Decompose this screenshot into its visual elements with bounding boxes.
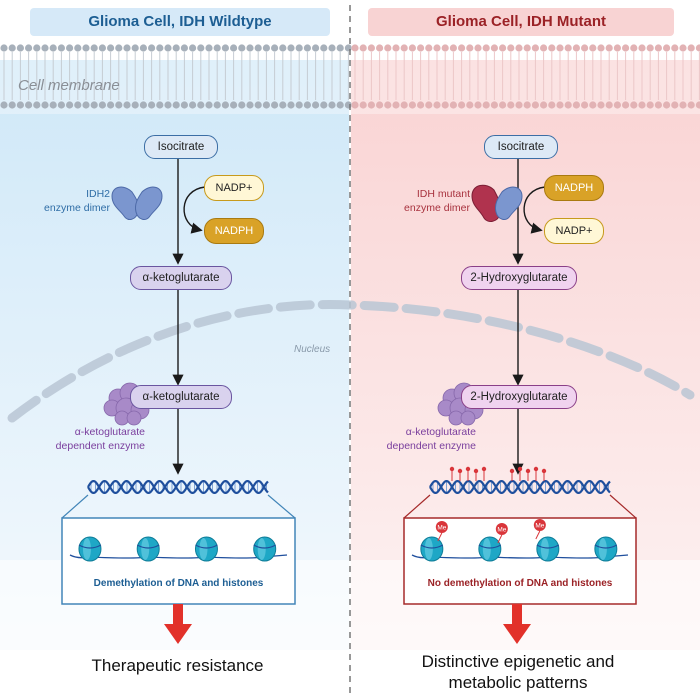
dependent-enzyme-right-line1: α-ketoglutarate [405,426,476,438]
svg-text:Me: Me [497,527,506,534]
outcome-left: Therapeutic resistance [91,656,264,675]
zoom-lines-left [61,494,296,519]
header-idh-mutant: Glioma Cell, IDH Mutant [368,8,674,36]
cell-membrane-label: Cell membrane [18,77,120,94]
nadp-plus-left: NADP+ [204,175,264,201]
dna-methylation-marks-icon [449,466,547,481]
chromatin-left-icon [69,536,288,562]
nuclear-envelope [7,300,695,423]
nucleus-label: Nucleus [294,344,331,355]
akg-nuclear-left: α-ketoglutarate [130,385,232,409]
nadp-plus-right: NADP+ [544,218,604,244]
nadph-right: NADPH [544,175,604,201]
no-demethylation-label: No demethylation of DNA and histones [427,578,613,589]
outcome-right-line1: Distinctive epigenetic and [421,652,615,671]
dependent-enzyme-right-line2: dependent enzyme [386,440,476,452]
outcome-arrow-right-icon [503,604,531,644]
isocitrate-left: Isocitrate [144,135,218,159]
outcome-right-line2: metabolic patterns [448,673,588,692]
cofactor-curve-right [523,186,546,234]
nadph-left: NADPH [204,218,264,244]
demethylation-label: Demethylation of DNA and histones [93,578,264,589]
dependent-enzyme-left-line2: dependent enzyme [55,440,145,452]
2hg-nuclear-right: 2-Hydroxyglutarate [461,385,577,409]
2hg-product-right: 2-Hydroxyglutarate [461,266,577,290]
idh2-enzyme-dimer-icon [111,186,163,220]
idh-mutant-label-line1: IDH mutant [416,188,470,200]
idh2-label-line1: IDH2 [86,188,110,200]
akg-product-left: α-ketoglutarate [130,266,232,290]
isocitrate-right: Isocitrate [484,135,558,159]
dependent-enzyme-left-line1: α-ketoglutarate [74,426,145,438]
chromatin-box-left [61,517,296,605]
cell-membrane-left [0,44,352,114]
outcome-arrow-left-icon [164,604,192,644]
svg-text:Me: Me [535,523,544,530]
cell-membrane-right [351,44,700,114]
svg-text:Me: Me [437,525,446,532]
idh-mutant-enzyme-dimer-icon [471,184,523,222]
header-idh-wildtype: Glioma Cell, IDH Wildtype [30,8,330,36]
cofactor-curve-left [183,186,206,234]
dna-helix-right-icon [429,480,611,494]
dna-helix-left-icon [87,480,269,494]
zoom-lines-right [403,494,637,519]
idh2-label-line2: enzyme dimer [44,202,110,214]
idh-mutant-label-line2: enzyme dimer [404,202,470,214]
